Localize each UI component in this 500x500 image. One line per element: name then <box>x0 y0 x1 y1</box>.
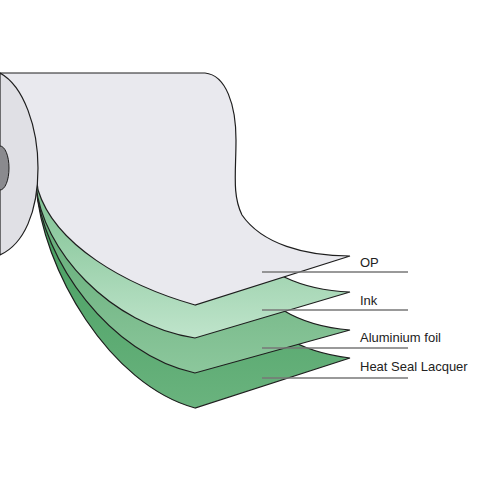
roll-core <box>0 146 9 190</box>
layer-label: Aluminium foil <box>360 330 441 346</box>
layer-label: Heat Seal Lacquer <box>360 359 468 375</box>
leader-line <box>262 377 408 379</box>
leader-line <box>262 271 408 273</box>
layer-label: OP <box>360 255 379 271</box>
leader-line <box>262 347 408 349</box>
leader-line <box>262 309 408 311</box>
op-sheet <box>0 73 350 305</box>
layer-label: Ink <box>360 293 377 309</box>
